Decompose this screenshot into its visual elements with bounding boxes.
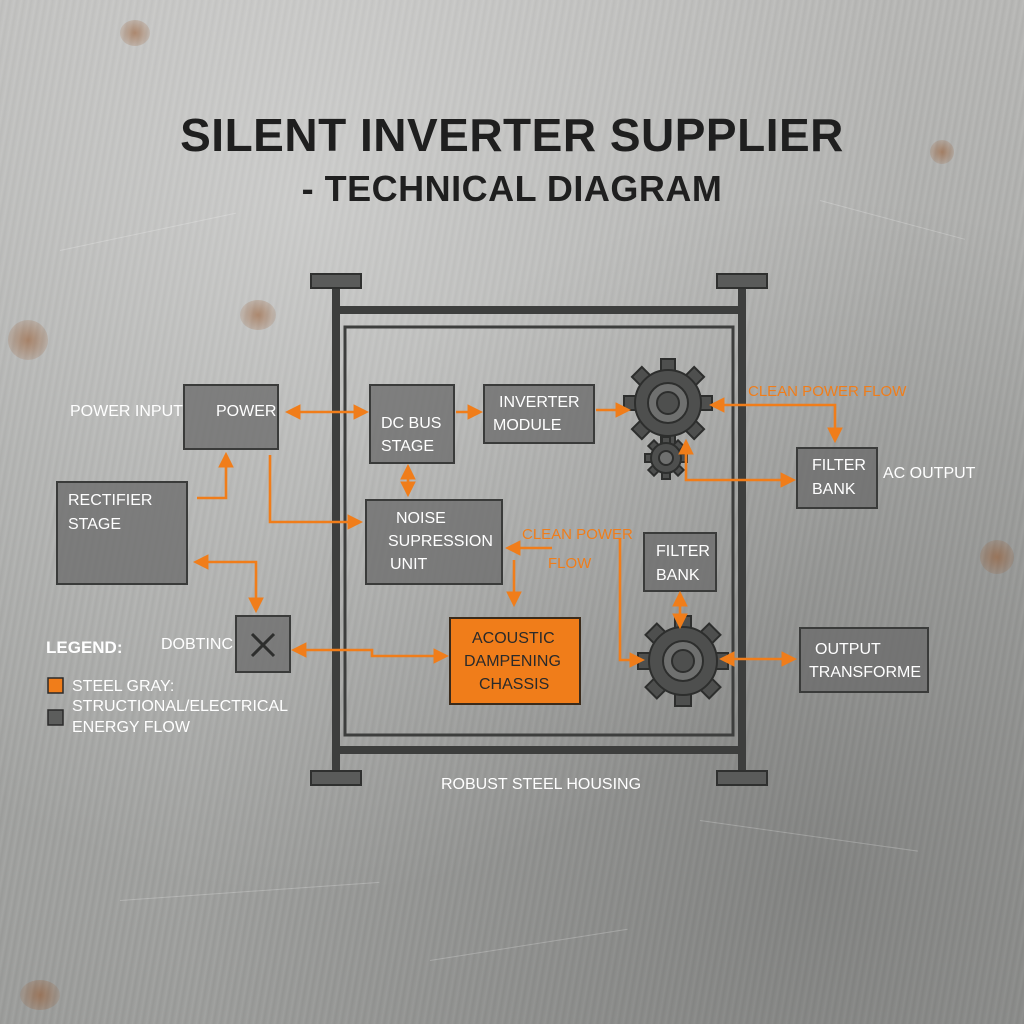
filter-bank-top-label-line1: FILTER (812, 457, 866, 474)
ac-output-label: AC OUTPUT (883, 465, 976, 482)
rectifier-stage-block (56, 481, 188, 585)
legend-item-3: ENERGY FLOW (72, 719, 191, 736)
rust-spot (120, 20, 150, 46)
flow-power-to-noise (268, 455, 364, 530)
legend-swatch-gray (47, 709, 64, 726)
noise-suppression-block (365, 499, 503, 585)
rust-spot (8, 320, 48, 360)
gear-bottom-icon (637, 615, 729, 707)
legend-swatch-orange (47, 677, 64, 694)
page-subtitle: - TECHNICAL DIAGRAM (301, 168, 723, 209)
flow-rectifier-to-dobtinc (192, 554, 264, 614)
filter-bank-top-label-line2: BANK (812, 481, 856, 498)
noise-label-line2: SUPRESSION (388, 533, 493, 550)
rust-spot (930, 140, 954, 164)
filter-bank-top-block (796, 447, 878, 509)
rectifier-label-line2: STAGE (68, 516, 121, 533)
flow-dobtinc-to-acoustic (290, 642, 450, 664)
clean-power-flow-label-mid-line2: FLOW (548, 555, 592, 572)
rust-spot (20, 980, 60, 1010)
gear-small-icon (644, 436, 688, 480)
legend: LEGEND: STEEL GRAY: STRUCTIONAL/ELECTRIC… (46, 638, 288, 736)
gear-top-icon (623, 358, 713, 448)
inverter-label-line1: INVERTER (499, 394, 580, 411)
flow-gear-to-filter (708, 397, 843, 444)
acoustic-label-line1: ACOUSTIC (472, 630, 555, 647)
dobtinc-block (235, 615, 291, 673)
cross-icon (250, 632, 276, 658)
filter-bank-mid-label-line1: FILTER (656, 543, 710, 560)
dc-bus-label-line1: DC BUS (381, 415, 441, 432)
noise-label-line1: NOISE (396, 510, 446, 527)
rust-spot (980, 540, 1014, 574)
power-input-label: POWER INPUT (70, 403, 183, 420)
dc-bus-stage-block (369, 384, 455, 464)
output-transformer-block (799, 627, 929, 693)
flow-gear-small-to-filter (678, 438, 797, 488)
rust-spot (240, 300, 276, 330)
inverter-label-line2: MODULE (493, 417, 561, 434)
steel-housing-frame (310, 273, 768, 786)
page-title: SILENT INVERTER SUPPLIER (180, 109, 844, 161)
rectifier-label-line1: RECTIFIER (68, 492, 152, 509)
acoustic-dampening-chassis-block (449, 617, 581, 705)
noise-label-line3: UNIT (390, 556, 428, 573)
filter-bank-mid-label-line2: BANK (656, 567, 700, 584)
clean-power-flow-label-mid-line1: CLEAN POWER (522, 526, 633, 543)
housing-label: ROBUST STEEL HOUSING (441, 776, 641, 793)
acoustic-label-line3: CHASSIS (479, 676, 549, 693)
flow-rectifier-to-power (197, 451, 234, 500)
filter-bank-mid-block (643, 532, 717, 592)
power-block (183, 384, 279, 450)
clean-power-flow-label-top: CLEAN POWER FLOW (748, 383, 907, 400)
inverter-module-block (483, 384, 595, 444)
acoustic-label-line2: DAMPENING (464, 653, 561, 670)
legend-heading: LEGEND: (46, 638, 123, 657)
output-transformer-label-line1: OUTPUT (815, 641, 881, 658)
output-transformer-label-line2: TRANSFORME (809, 664, 921, 681)
flow-to-bottom-gear (618, 538, 646, 668)
dobtinc-label: DOBTINC (161, 636, 233, 653)
dc-bus-label-line2: STAGE (381, 438, 434, 455)
energy-flow-arrows (192, 397, 843, 668)
legend-item-1: STEEL GRAY: (72, 678, 174, 695)
legend-item-2: STRUCTIONAL/ELECTRICAL (72, 698, 288, 715)
power-label: POWER (216, 403, 276, 420)
